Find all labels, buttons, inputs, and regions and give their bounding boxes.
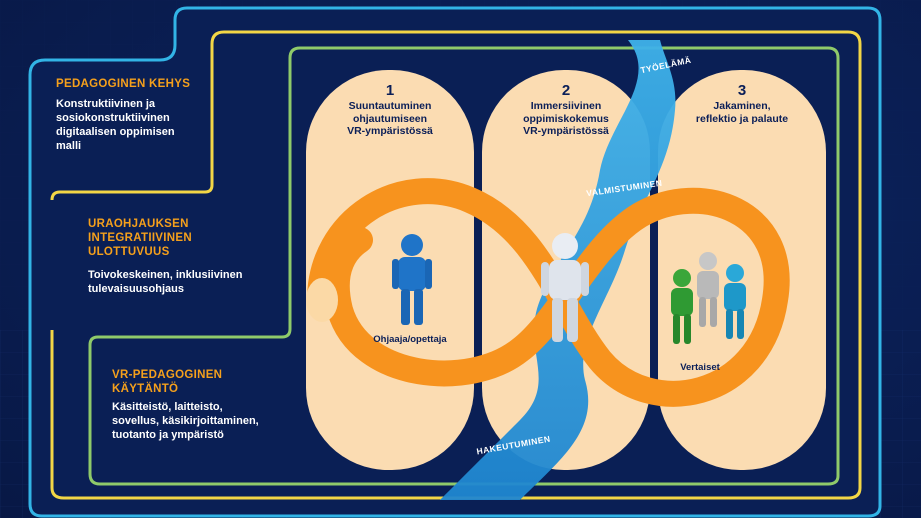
phase-number-1: 1 bbox=[385, 82, 395, 99]
layer-text-pedagogy: Konstruktiivinen ja sosiokonstruktiivine… bbox=[56, 97, 175, 153]
layer-heading-line: URAOHJAUKSEN bbox=[88, 218, 189, 230]
layer-text-vr-practice: Käsitteistö, laitteisto, sovellus, käsik… bbox=[112, 400, 259, 442]
phase-title-line: reflektio ja palaute bbox=[695, 112, 789, 125]
layer-text-line: Käsitteistö, laitteisto, bbox=[112, 401, 223, 413]
person-white-icon bbox=[541, 233, 589, 342]
layer-text-line: tuotanto ja ympäristö bbox=[112, 429, 224, 441]
layer-heading-line: ULOTTUVUUS bbox=[88, 246, 170, 258]
layer-text-line: Toivokeskeinen, inklusiivinen bbox=[88, 269, 243, 281]
phase-number-2: 2 bbox=[561, 82, 571, 99]
infinity-loop bbox=[307, 178, 790, 407]
group-of-three-people-icon bbox=[671, 252, 746, 344]
inner-frame bbox=[88, 46, 840, 486]
layer-text-line: sovellus, käsikirjoittaminen, bbox=[112, 415, 259, 427]
phase-title-line: VR-ympäristössä bbox=[523, 125, 609, 137]
layer-text-line: sosiokonstruktiivinen bbox=[56, 112, 170, 124]
layer-text-career-guidance: Toivokeskeinen, inklusiivinen tulevaisuu… bbox=[88, 268, 242, 296]
layer-heading-pedagogy: PEDAGOGINEN KEHYS bbox=[56, 78, 191, 90]
layer-text-line: Konstruktiivinen ja bbox=[56, 98, 156, 110]
person-blue-icon bbox=[392, 234, 432, 325]
layer-text-line: digitaalisen oppimisen bbox=[56, 126, 175, 138]
phase-title-line: Jakaminen, bbox=[713, 100, 771, 112]
phase-number-3: 3 bbox=[737, 82, 747, 99]
layer-text-line: malli bbox=[56, 140, 82, 152]
phase-title-line: ohjautumiseen bbox=[352, 112, 428, 125]
layer-heading-vr-practice: VR-PEDAGOGINEN KÄYTÄNTÖ bbox=[112, 368, 222, 396]
phase-title-line: VR-ympäristössä bbox=[347, 125, 433, 137]
peers-label: Vertaiset bbox=[680, 362, 720, 373]
layer-heading-line: INTEGRATIIVINEN bbox=[88, 232, 192, 244]
guide-label: Ohjaaja/opettaja bbox=[373, 334, 447, 345]
layer-heading-career-guidance: URAOHJAUKSEN INTEGRATIIVINEN ULOTTUVUUS bbox=[88, 217, 192, 259]
phase-title-1: Suuntautuminen ohjautumiseen VR-ympärist… bbox=[310, 100, 470, 138]
phase-title-line: Suuntautuminen bbox=[348, 100, 432, 112]
phase-title-2: Immersiivinen oppimiskokemus VR-ympärist… bbox=[486, 100, 646, 138]
layer-text-line: tulevaisuusohjaus bbox=[88, 283, 184, 295]
middle-frame bbox=[50, 30, 862, 500]
layer-heading-line: VR-PEDAGOGINEN bbox=[112, 369, 223, 381]
phase-title-line: Immersiivinen bbox=[530, 100, 602, 112]
layer-heading-line: KÄYTÄNTÖ bbox=[112, 383, 179, 395]
phase-title-3: Jakaminen, reflektio ja palaute bbox=[662, 100, 822, 125]
phase-title-line: oppimiskokemus bbox=[523, 112, 609, 125]
